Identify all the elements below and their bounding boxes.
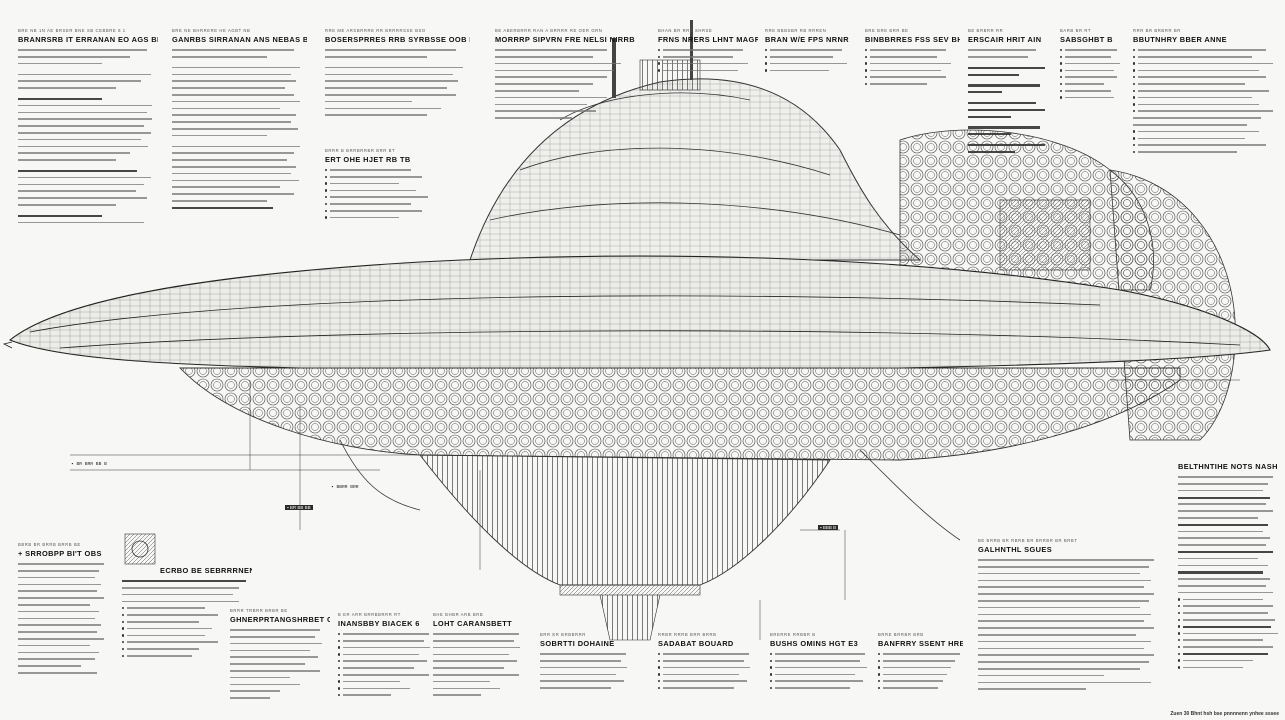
spec-block-9: BARB BR RT SABSGHBT B: [1060, 28, 1125, 108]
footer-note: Zuen 30 Bhnt hsh bse pnnnnenn ynhee ssse…: [1170, 711, 1279, 717]
spec-block-kicker: BRR ER BRBBRRR: [540, 632, 586, 637]
spec-block-title: FRNS NRERS LHNT MAGRE: [658, 35, 758, 44]
spec-block-title: GALHNTHL SGUES: [978, 545, 1053, 554]
spec-block-17: BRR ER BRBBRRR SOBRTTI DOHAINE: [540, 632, 635, 712]
spec-block-kicker: RRBR RRRB BRR BRRB: [658, 632, 717, 637]
spec-block-15: B ER ARR BRRBBRRR RT INANSBBY BIACEK 6: [338, 612, 433, 712]
ship-main-hull: [2, 255, 1271, 369]
spec-block-18: RRBR RRRB BRR BRRB SADABAT BOUARD: [658, 632, 753, 712]
spec-block-title: ERT OHE HJET RB TB: [325, 155, 411, 164]
spec-block-title: BOSERSPRRES RRB SYRBSSE OOB ENTINE: [325, 35, 470, 44]
spec-block-title: SABSGHBT B: [1060, 35, 1113, 44]
spec-block-2: BRE NE BHRRERE HE AGBT NB GANRBS SIRRANA…: [172, 28, 307, 248]
spec-block-kicker: BE ABERBRRR RAN A BRRRR RE OER GRN: [495, 28, 603, 33]
spec-block-kicker: RRR BR BRBRR BR: [1133, 28, 1181, 33]
spec-block-kicker: BRRR B BRRBRRBR BRR BT: [325, 148, 396, 153]
spec-block-kicker: BHE BHBR ARB BRB: [433, 612, 484, 617]
spec-block-title: GHNERPRTANGSHRBET CORE: [230, 615, 330, 624]
spec-block-kicker: RRE ME ARSBRRRE RR BRRRRSSE BSO: [325, 28, 426, 33]
spec-block-kicker: BRE NB 1N AE BRSER BNE SB CEBBRE 8 1: [18, 28, 126, 33]
spec-block-10: RRR BR BRBRR BR BBUTNHRY BBER ANNE: [1133, 28, 1275, 178]
spec-block-kicker: BHAN BR RRB SHRSE: [658, 28, 713, 33]
spec-block-title: LOHT CARANSBETT: [433, 619, 513, 628]
spec-block-kicker: BE BRBRR RR: [968, 28, 1004, 33]
spec-block-title: ECRBO BE SEBRRRNENT BE BURLEO: [160, 566, 252, 575]
spec-block-title: INANSBBY BIACEK 6: [338, 619, 420, 628]
spec-block-kicker: RRE BBBSBR RB RRREN: [765, 28, 827, 33]
spec-block-16: BHE BHBR ARB BRB LOHT CARANSBETT: [433, 612, 528, 712]
spec-block-kicker: BE BRRB BR RBRB BR BRRBR BR BRBT: [978, 538, 1078, 543]
spec-block-title: MORRRP SIPVRN FRE NELSI NIRRB RETLN BE: [495, 35, 635, 44]
spec-block-kicker: BARB BR RT: [1060, 28, 1092, 33]
spec-block-title: SOBRTTI DOHAINE: [540, 639, 615, 648]
spec-block-13: ECRBO BE SEBRRRNENT BE BURLEO: [122, 566, 252, 696]
spec-block-kicker: BRRE BRRBR BRB: [878, 632, 924, 637]
spec-block-title: BELTHNTIHE NOTS NASHS: [1178, 462, 1278, 471]
spec-block-21: BE BRRB BR RBRB BR BRRBR BR BRBT GALHNTH…: [978, 538, 1158, 698]
spec-block-5: BHAN BR RRB SHRSE FRNS NRERS LHNT MAGRE: [658, 28, 758, 88]
spec-block-20: BRRE BRRBR BRB BANFRRY SSENT HRBIT: [878, 632, 963, 712]
spec-block-kicker: BRRR TRBRR BRBR BE: [230, 608, 288, 613]
emblem-icon: [124, 533, 156, 565]
spec-block-22: BELTHNTIHE NOTS NASHS: [1178, 462, 1278, 697]
spec-block-kicker: BRERRE RRBBR B: [770, 632, 816, 637]
spec-block-8: BE BRBRR RR ERSCAIR HRIT AIN: [968, 28, 1053, 163]
callout-tag: ▪ BR BB BB: [285, 505, 313, 510]
spec-block-title: BUSHS OMINS HGT E3: [770, 639, 859, 648]
callout-label: ▪ BBRR BRR: [330, 485, 360, 490]
spec-block-title: BINBBRRES FSS SEV BHIR ?: [865, 35, 960, 44]
spec-block-title: SADABAT BOUARD: [658, 639, 734, 648]
spec-block-title: BRAN W/E FPS NRNR: [765, 35, 849, 44]
spec-block-3: RRE ME ARSBRRRE RR BRRRRSSE BSO BOSERSPR…: [325, 28, 470, 138]
spec-block-12: BBRB BR BRRB BRRB BE + SRROBPP BI'T OBS: [18, 542, 108, 692]
spec-block-title: ERSCAIR HRIT AIN: [968, 35, 1042, 44]
spec-block-11: BRRR B BRRBRRBR BRR BT ERT OHE HJET RB T…: [325, 148, 440, 243]
spec-block-kicker: B ER ARR BRRBBRRR RT: [338, 612, 401, 617]
spec-block-kicker: BRE NE BHRRERE HE AGBT NB: [172, 28, 251, 33]
spec-block-kicker: BRE BRE BRR BE: [865, 28, 909, 33]
spec-block-kicker: BBRB BR BRRB BRRB BE: [18, 542, 81, 547]
spec-block-title: BRANRSRB IT ERRANAN EO AGS BNRE HOT: [18, 35, 158, 44]
spec-block-14: BRRR TRBRR BRBR BE GHNERPRTANGSHRBET COR…: [230, 608, 330, 708]
spec-block-title: + SRROBPP BI'T OBS: [18, 549, 102, 558]
spec-block-title: GANRBS SIRRANAN ANS NEBAS BRETB: [172, 35, 307, 44]
callout-tag: ▪ BBB B: [818, 525, 839, 530]
callout-label: ▪ BR BRR BB B: [70, 462, 108, 467]
spec-block-title: BANFRRY SSENT HRBIT: [878, 639, 963, 648]
spec-block-4: BE ABERBRRR RAN A BRRRR RE OER GRN MORRR…: [495, 28, 635, 138]
spec-block-19: BRERRE RRBBR B BUSHS OMINS HGT E3: [770, 632, 870, 712]
spec-block-6: RRE BBBSBR RB RRREN BRAN W/E FPS NRNR: [765, 28, 855, 88]
spec-block-7: BRE BRE BRR BE BINBBRRES FSS SEV BHIR ?: [865, 28, 960, 98]
spec-block-1: BRE NB 1N AE BRSER BNE SB CEBBRE 8 1 BRA…: [18, 28, 158, 278]
spec-block-title: BBUTNHRY BBER ANNE: [1133, 35, 1227, 44]
